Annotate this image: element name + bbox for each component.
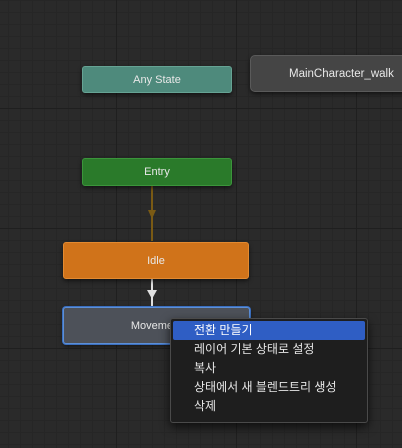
context-menu: 전환 만들기 레이어 기본 상태로 설정 복사 상태에서 새 블렌드트리 생성 … xyxy=(170,318,368,423)
menu-item-create-blend-tree[interactable]: 상태에서 새 블렌드트리 생성 xyxy=(194,380,337,394)
any-state-label: Any State xyxy=(133,73,181,86)
entry-to-idle-arrowhead-icon xyxy=(148,210,156,219)
menu-item-delete[interactable]: 삭제 xyxy=(194,399,217,413)
menu-item-set-layer-default[interactable]: 레이어 기본 상태로 설정 xyxy=(194,342,315,356)
entry-node[interactable]: Entry xyxy=(82,158,232,186)
any-state-node[interactable]: Any State xyxy=(82,66,232,93)
entry-label: Entry xyxy=(144,166,170,178)
idle-state-node[interactable]: Idle xyxy=(63,242,249,279)
menu-item-copy[interactable]: 복사 xyxy=(194,361,217,375)
idle-to-movement-arrowhead-icon xyxy=(147,290,157,299)
submachine-node-main-character-walk[interactable]: MainCharacter_walk xyxy=(250,55,402,92)
menu-item-make-transition[interactable]: 전환 만들기 xyxy=(173,321,365,340)
movement-label: Movement xyxy=(130,319,183,332)
idle-label: Idle xyxy=(147,254,165,267)
submachine-label: MainCharacter_walk xyxy=(289,67,394,80)
